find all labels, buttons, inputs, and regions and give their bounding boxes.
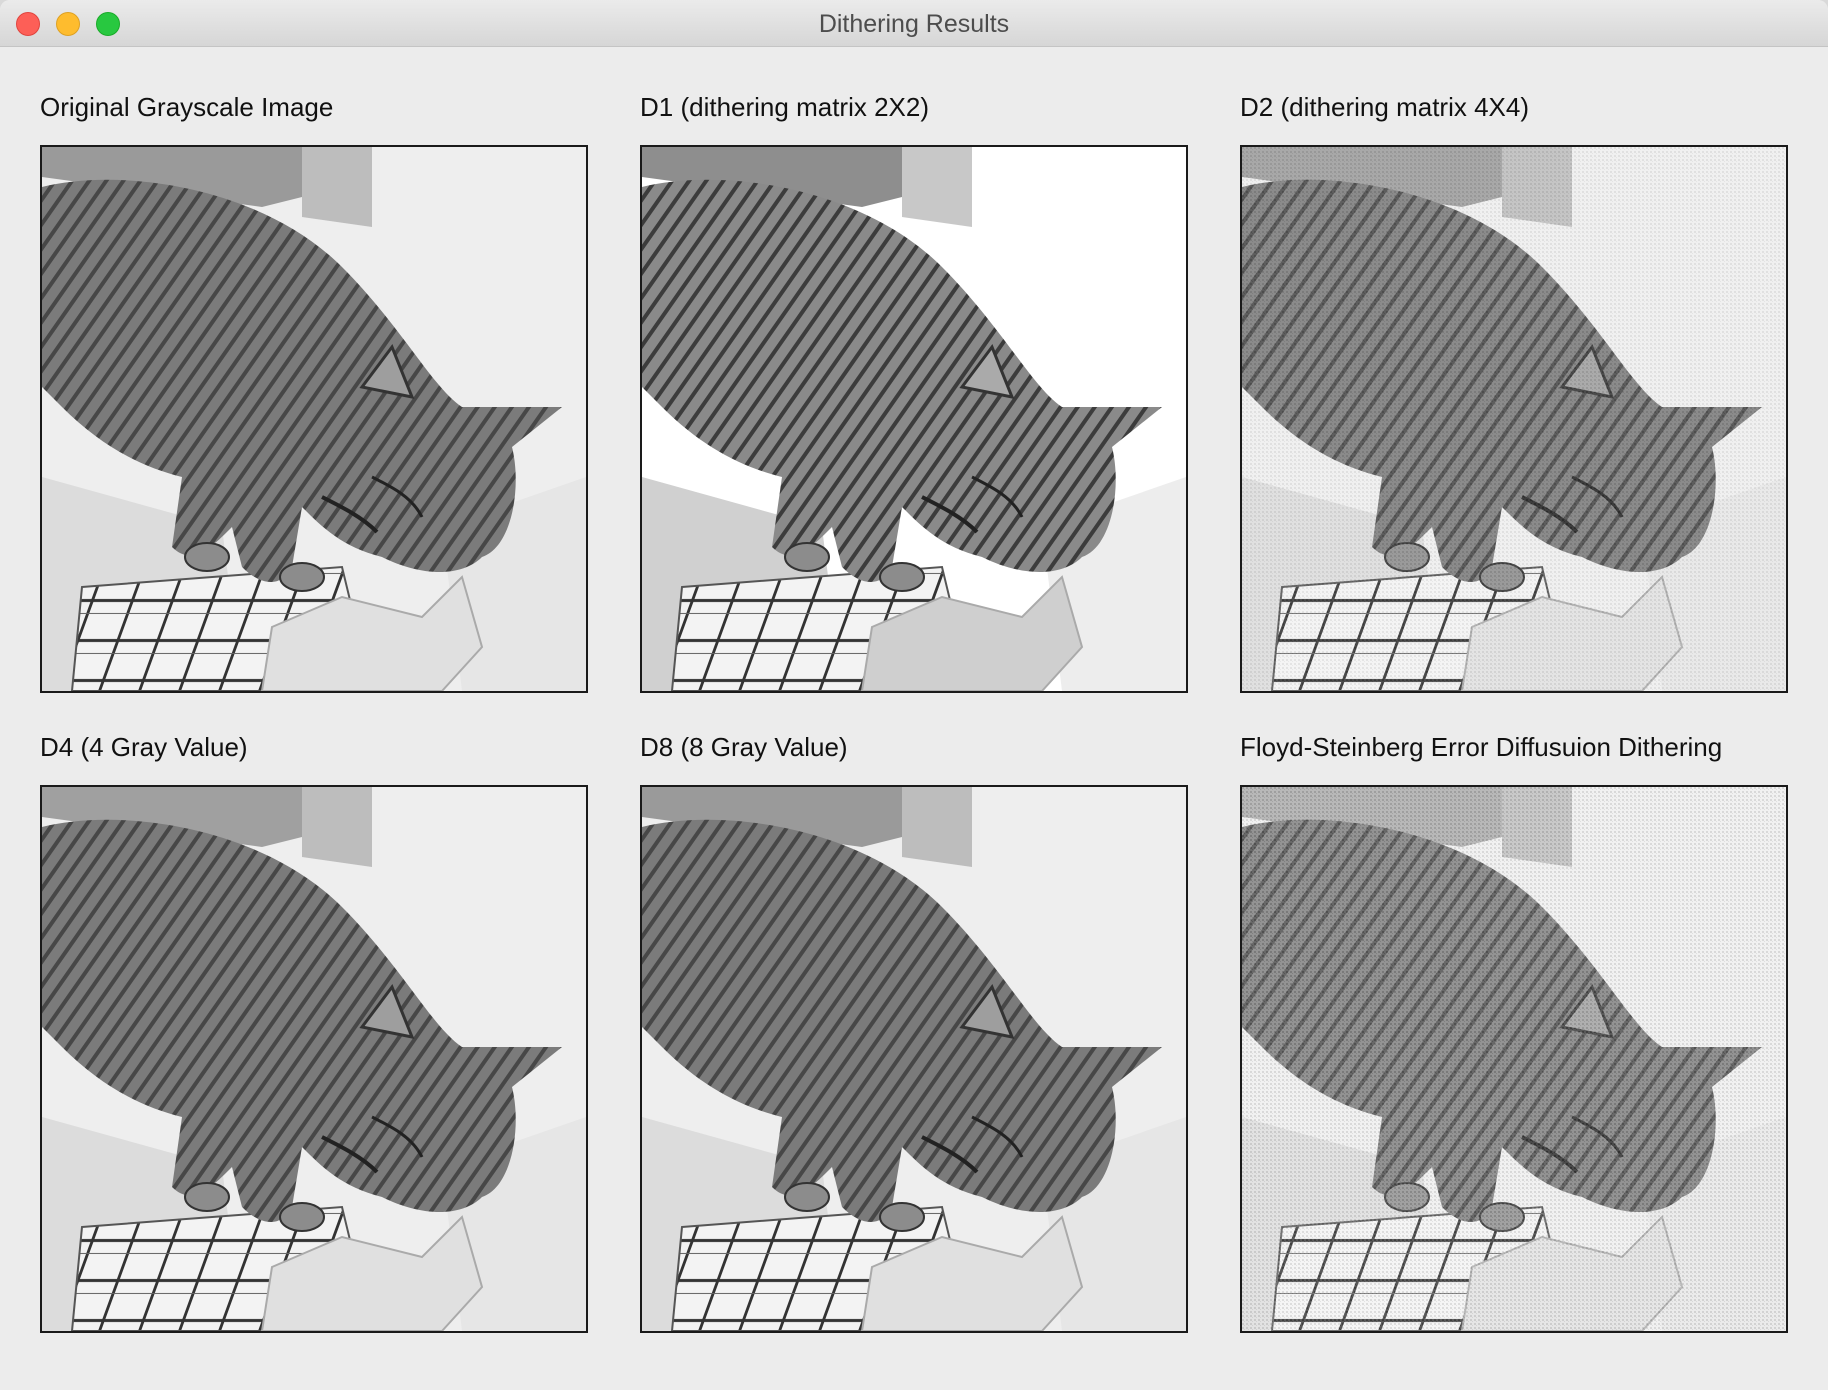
panel-label-d1: D1 (dithering matrix 2X2) — [640, 92, 929, 122]
panel-label-d8: D8 (8 Gray Value) — [640, 732, 848, 762]
panel-label-floyd-steinberg: Floyd-Steinberg Error Diffusuion Ditheri… — [1240, 732, 1723, 762]
panel-image-d2 — [1240, 145, 1788, 693]
panel-image-d1 — [640, 145, 1188, 693]
panel-image-original — [40, 145, 588, 693]
close-window-button[interactable] — [16, 12, 40, 36]
zoom-window-button[interactable] — [96, 12, 120, 36]
panel-image-floyd-steinberg — [1240, 785, 1788, 1333]
minimize-window-button[interactable] — [56, 12, 80, 36]
panel-label-d2: D2 (dithering matrix 4X4) — [1240, 92, 1529, 122]
panel-image-d4 — [40, 785, 588, 1333]
panel-image-d8 — [640, 785, 1188, 1333]
panel-label-d4: D4 (4 Gray Value) — [40, 732, 248, 762]
window-title: Dithering Results — [818, 10, 1010, 38]
title-bar: Dithering Results — [0, 0, 1828, 47]
panel-label-original: Original Grayscale Image — [40, 92, 334, 122]
